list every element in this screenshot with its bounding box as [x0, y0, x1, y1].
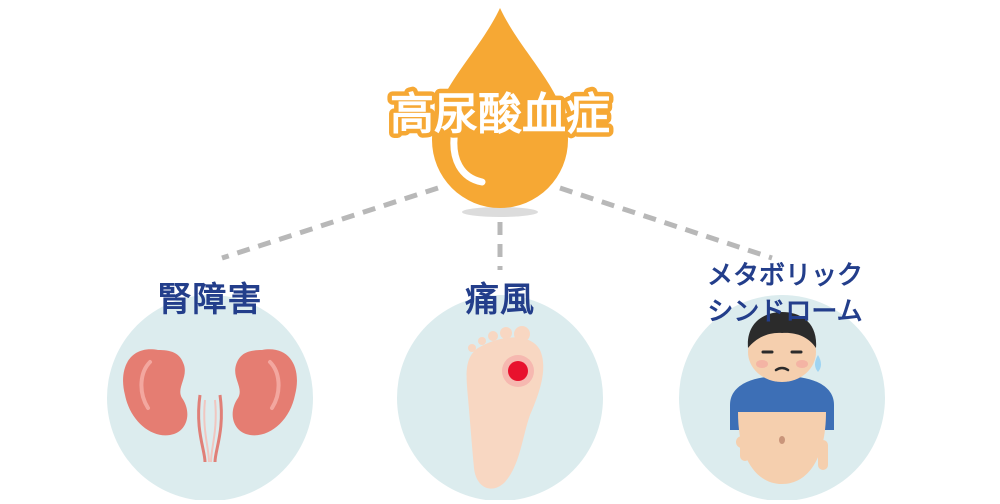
label-gout: 痛風: [465, 280, 535, 320]
label-metabolic-syndrome: メタボリック シンドローム: [680, 258, 890, 330]
title: 高尿酸血症: [390, 89, 610, 140]
foot-icon: [466, 326, 544, 489]
label-kidney-disorder: 腎障害: [157, 280, 263, 320]
kidney-circle: [107, 295, 313, 501]
drop-icon: [432, 8, 568, 208]
drop-shadow: [462, 207, 538, 217]
connector-line: [221, 185, 439, 261]
kidney-icon: [123, 349, 297, 463]
label-metabolic-line-1: メタボリック: [706, 261, 863, 291]
label-metabolic-line-2: シンドローム: [707, 297, 863, 327]
obese-man-icon: [730, 312, 834, 484]
connector-line: [559, 185, 773, 261]
